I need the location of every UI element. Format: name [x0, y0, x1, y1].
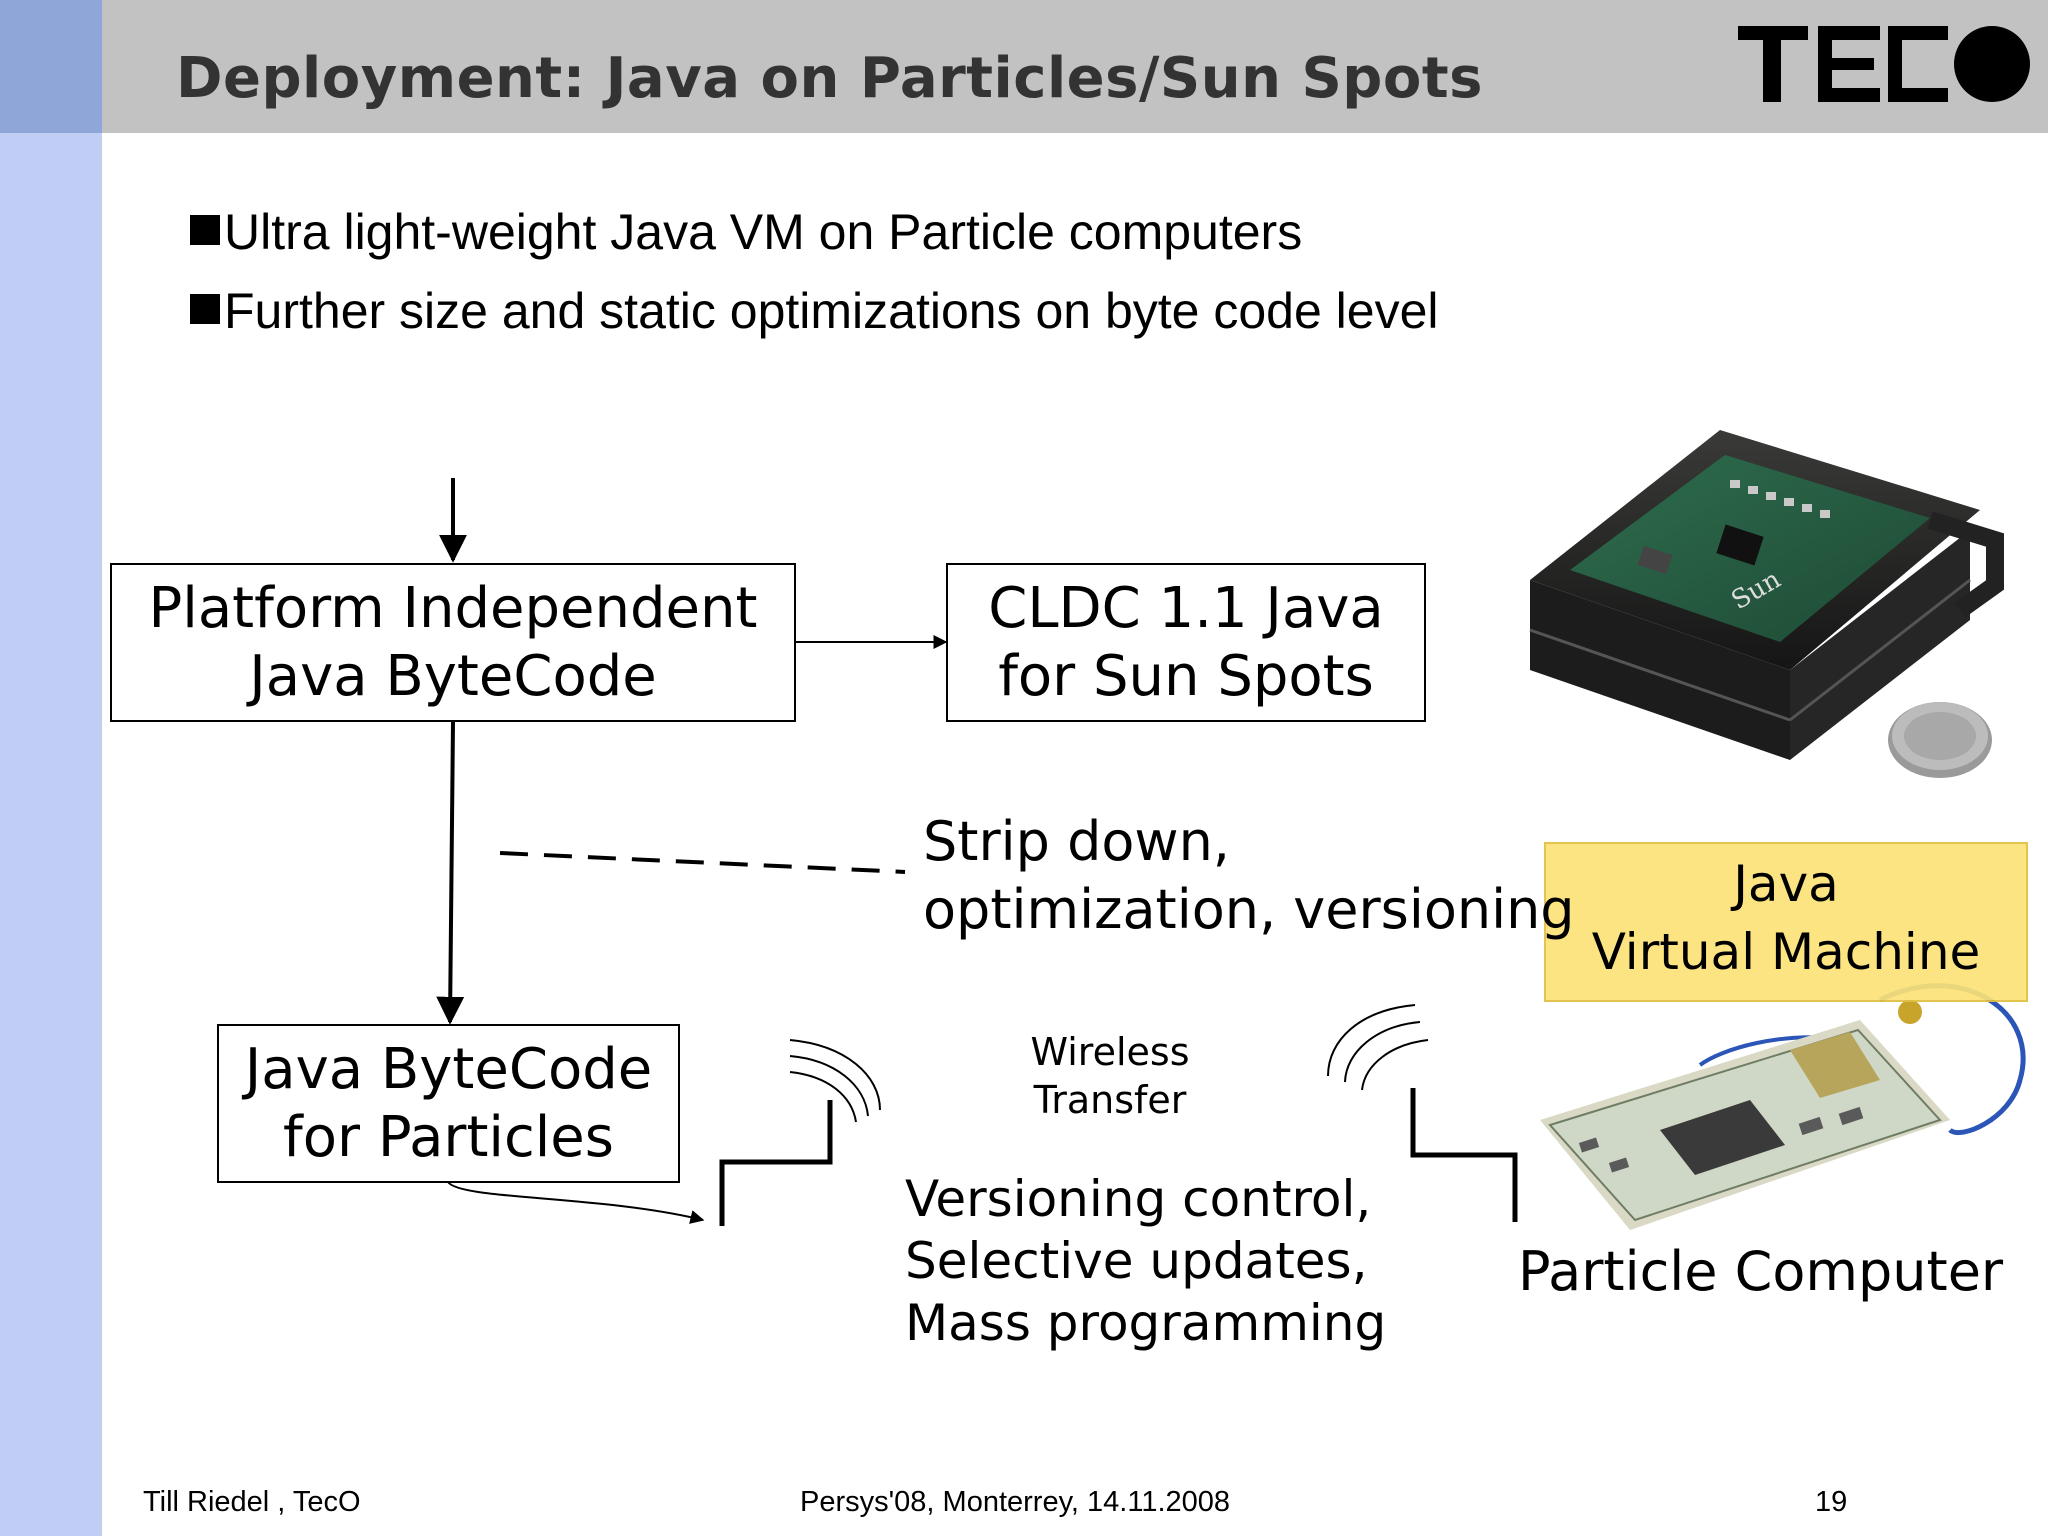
footer-author: Till Riedel , TecO	[143, 1486, 361, 1518]
box-label-line: for Sun Spots	[998, 643, 1374, 709]
versioning-label: Versioning control, Selective updates, M…	[905, 1168, 1386, 1354]
particle-computer-label: Particle Computer	[1518, 1240, 2004, 1303]
footer-event: Persys'08, Monterrey, 14.11.2008	[800, 1486, 1231, 1518]
square-bullet-icon	[190, 215, 220, 245]
slide-header-bar	[102, 0, 2048, 133]
bullet-item-1: Ultra light-weight Java VM on Particle c…	[190, 203, 1302, 261]
page-number: 19	[1815, 1486, 1848, 1518]
box-label-line: Platform Independent	[148, 575, 758, 641]
jvm-label: Java Virtual Machine	[1544, 850, 2028, 986]
bullet-text: Further size and static optimizations on…	[224, 283, 1439, 339]
label-line: Selective updates,	[905, 1232, 1368, 1290]
jvm-highlight-box	[1544, 842, 2028, 1002]
bullet-text: Ultra light-weight Java VM on Particle c…	[224, 204, 1303, 260]
wireless-transfer-label: Wireless Transfer	[1010, 1028, 1210, 1124]
box-label-line: CLDC 1.1 Java	[988, 575, 1384, 641]
slide-sidebar	[0, 0, 102, 1536]
square-bullet-icon	[190, 294, 220, 324]
label-line: Wireless	[1030, 1030, 1190, 1074]
box-label-line: Java ByteCode	[244, 1036, 653, 1102]
left-signal-waves-icon	[789, 1039, 881, 1123]
label-line: Mass programming	[905, 1294, 1387, 1352]
box-label-line: for Particles	[283, 1104, 614, 1170]
strip-down-label: Strip down, optimization, versioning	[923, 808, 1575, 944]
cldc-box: CLDC 1.1 Java for Sun Spots	[946, 563, 1426, 722]
platform-independent-box: Platform Independent Java ByteCode	[110, 563, 796, 722]
bullet-item-2: Further size and static optimizations on…	[190, 282, 1439, 340]
label-line: Strip down,	[923, 810, 1230, 873]
particles-bytecode-box: Java ByteCode for Particles	[217, 1024, 680, 1183]
receiver-antenna	[1410, 1088, 1518, 1222]
label-line: Versioning control,	[905, 1170, 1372, 1228]
sun-spot-photo: Sun	[1529, 430, 2004, 778]
label-line: optimization, versioning	[923, 878, 1575, 941]
arrow-to-transmitter	[447, 1181, 705, 1224]
transmitter-antenna	[719, 1100, 833, 1226]
box-label-line: Java ByteCode	[249, 643, 657, 709]
label-line: Transfer	[1033, 1078, 1187, 1122]
jvm-label-line: Virtual Machine	[1591, 923, 1981, 981]
arrow-to-particles	[436, 721, 465, 1025]
sidebar-top-block	[0, 0, 102, 133]
slide-title: Deployment: Java on Particles/Sun Spots	[176, 46, 1483, 111]
jvm-label-line: Java	[1733, 855, 1839, 913]
right-signal-waves-icon	[1327, 1004, 1429, 1091]
teco-logo	[1738, 26, 2030, 102]
strip-dashed-line	[499, 851, 906, 874]
